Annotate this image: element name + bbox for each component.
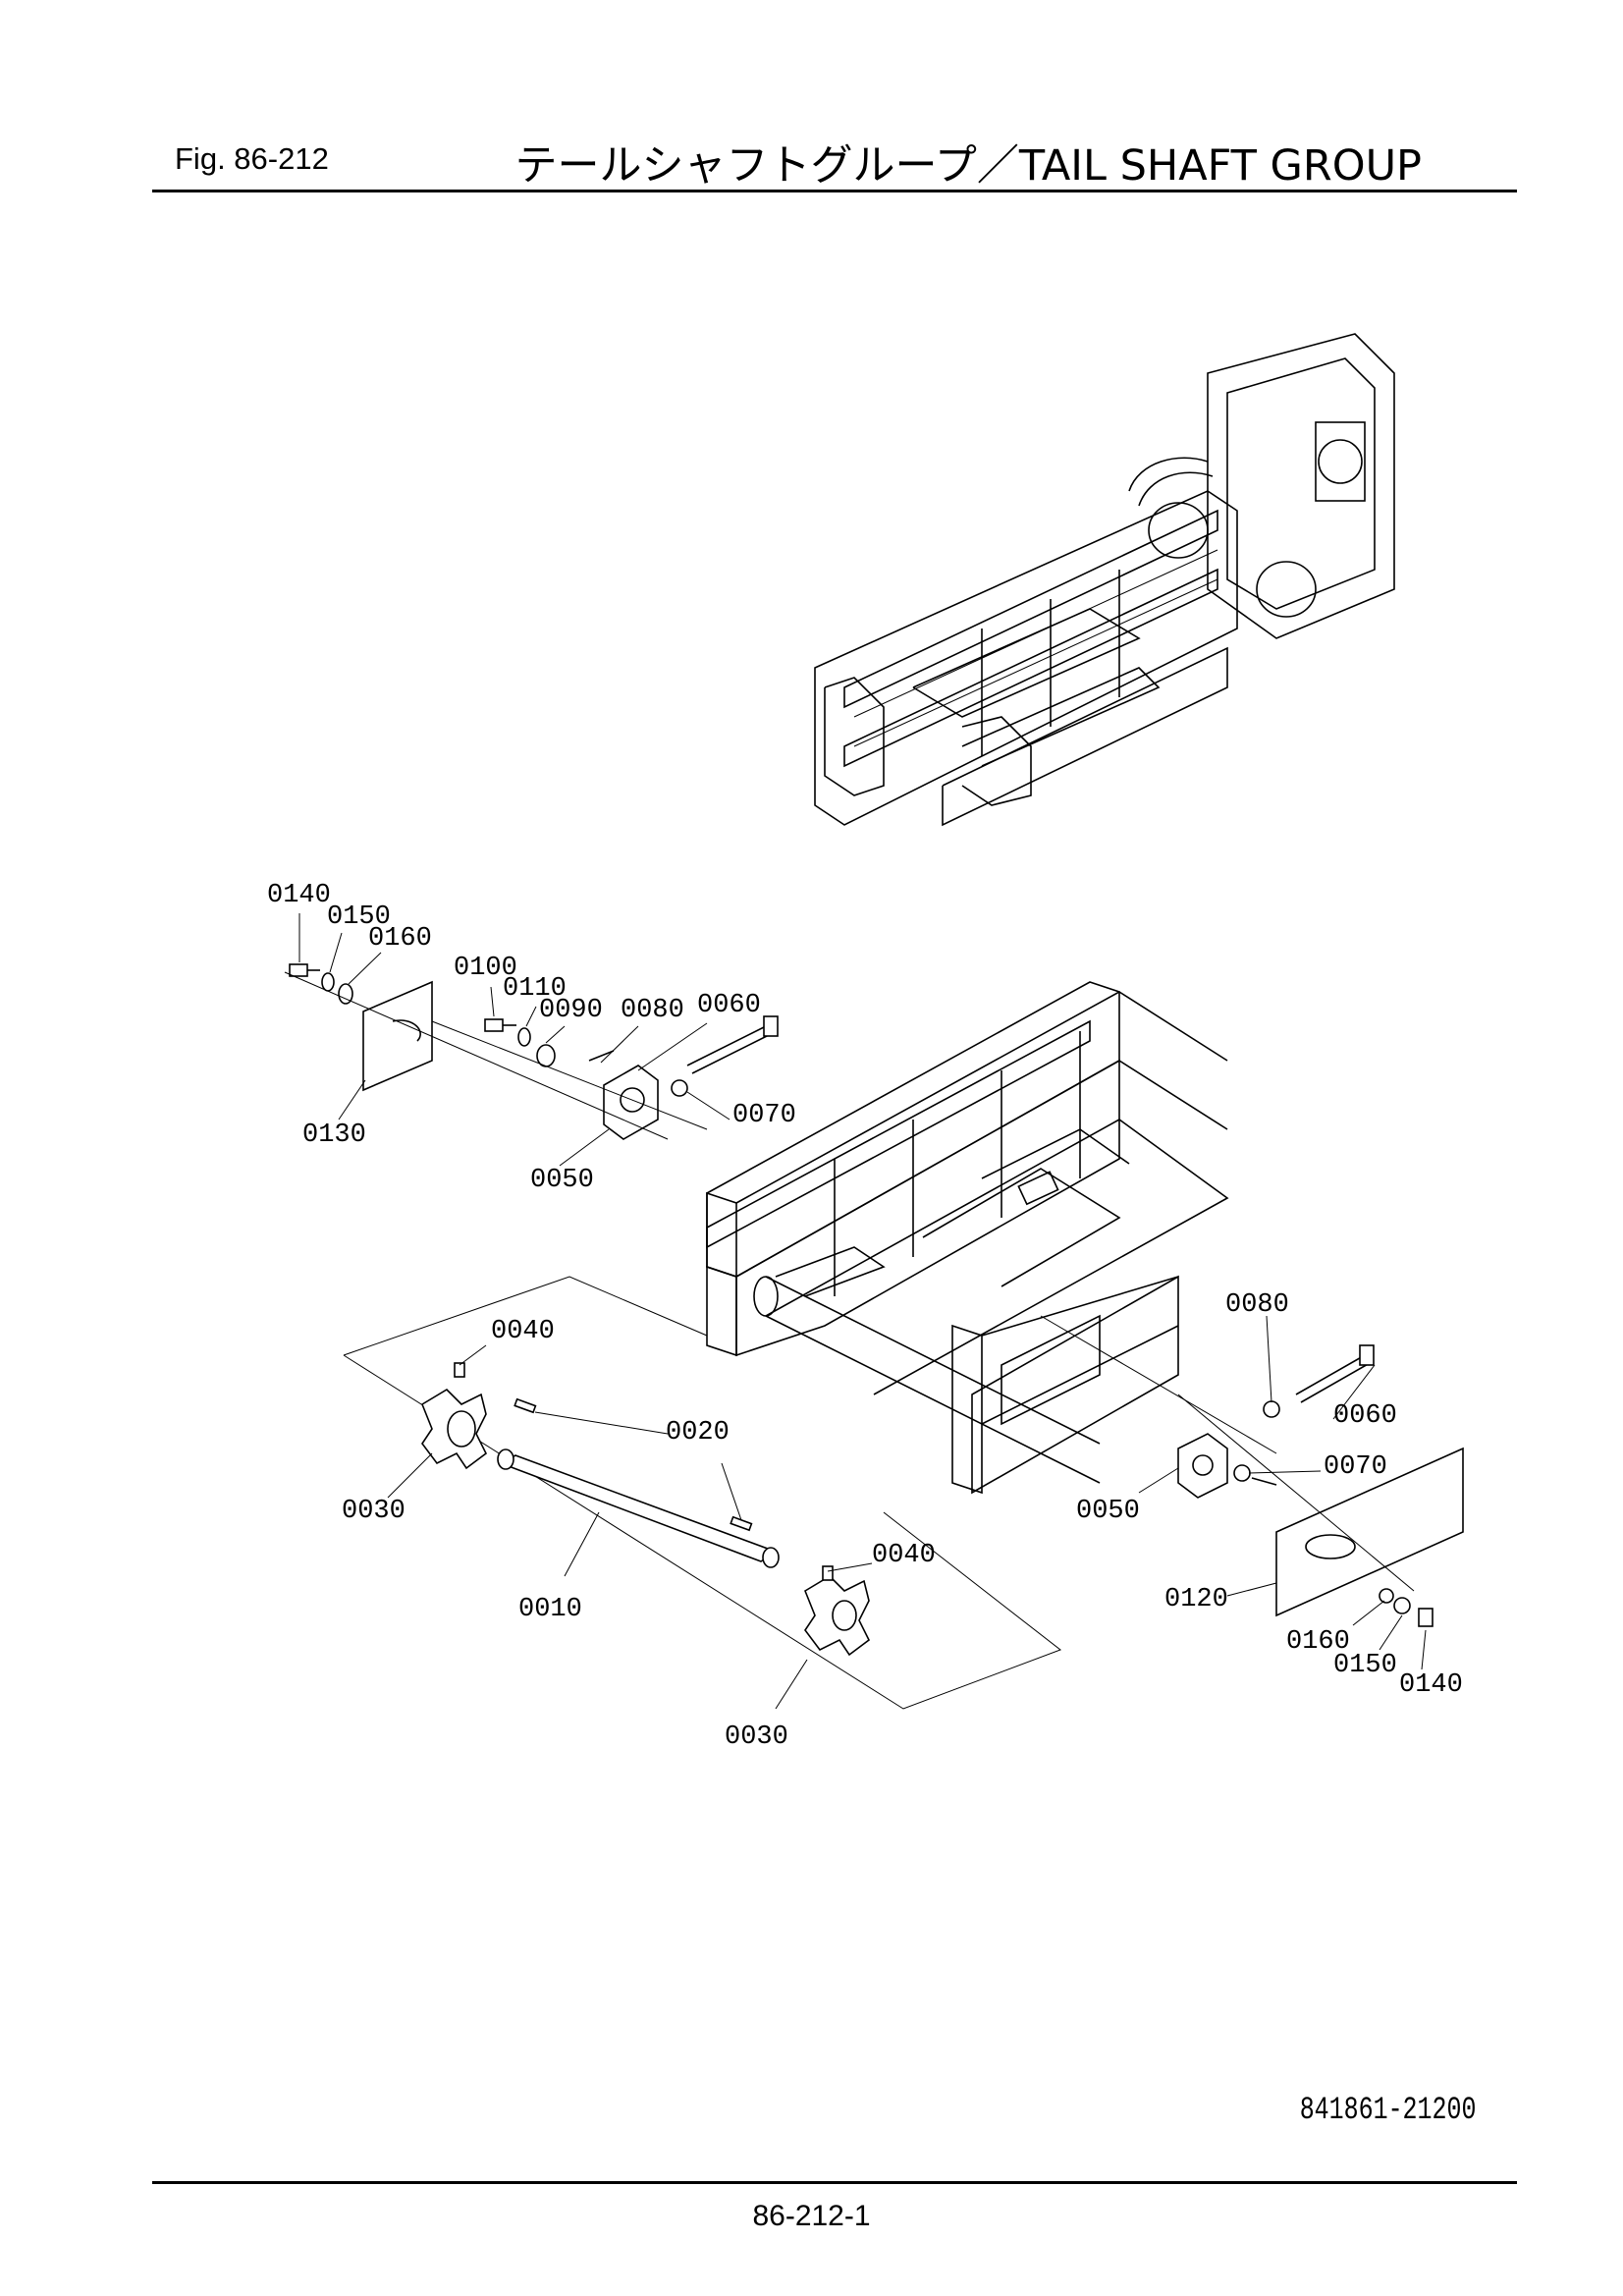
part-callout: 0060 [1333, 1401, 1397, 1431]
callout-labels: 0140 0150 0160 0100 0110 0090 0080 0060 … [267, 881, 1463, 1752]
frame-assembly [706, 981, 1229, 1495]
leader-lines [298, 913, 1427, 1710]
part-callout: 0100 [454, 954, 517, 983]
tail-shaft-assembly [343, 1276, 1062, 1710]
part-callout: 0120 [1164, 1585, 1228, 1614]
part-callout: 0110 [503, 974, 567, 1004]
part-callout: 0140 [1399, 1670, 1463, 1700]
part-callout: 0150 [1333, 1651, 1397, 1680]
figure-number: Fig. 86-212 [175, 141, 329, 176]
part-callout: 0040 [491, 1317, 555, 1346]
part-callout: 0070 [1324, 1452, 1387, 1482]
part-callout: 0030 [725, 1722, 788, 1752]
part-callout: 0090 [539, 996, 603, 1025]
part-callout: 0080 [1225, 1290, 1289, 1320]
part-callout: 0080 [621, 996, 684, 1025]
right-hardware [1040, 1315, 1464, 1627]
part-callout: 0030 [342, 1497, 406, 1526]
page-number: 86-212-1 [752, 2200, 871, 2232]
page-title: テールシャフトグループ／TAIL SHAFT GROUP [514, 141, 1422, 191]
header-rule [152, 190, 1517, 192]
part-callout: 0160 [368, 924, 432, 954]
part-callout: 0150 [327, 902, 391, 932]
left-hardware [284, 963, 779, 1140]
footer-rule [152, 2181, 1517, 2184]
drawing-number: 841861-21200 [1299, 2092, 1476, 2128]
machine-overview-illustration [814, 333, 1395, 827]
part-callout: 0160 [1286, 1627, 1350, 1657]
part-callout: 0130 [302, 1121, 366, 1150]
part-callout: 0140 [267, 881, 331, 910]
part-callout: 0010 [518, 1595, 582, 1624]
part-callout: 0050 [1076, 1497, 1140, 1526]
part-callout: 0060 [697, 991, 761, 1020]
part-callout: 0050 [530, 1166, 594, 1195]
part-callout: 0070 [732, 1101, 796, 1130]
part-callout: 0020 [666, 1418, 730, 1448]
part-callout: 0040 [872, 1541, 936, 1570]
